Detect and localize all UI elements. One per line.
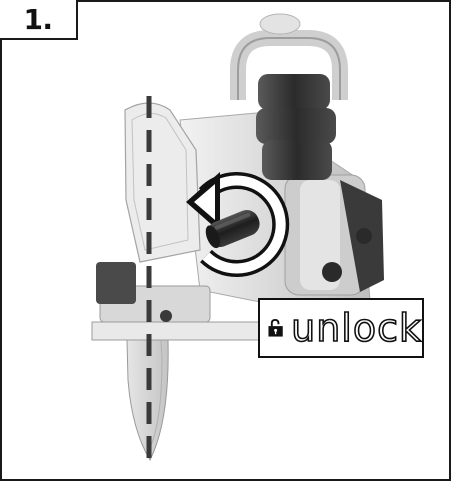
step-number-box: 1. <box>0 0 78 40</box>
open-padlock-icon <box>268 308 285 348</box>
step-number: 1. <box>23 3 52 36</box>
unlock-label: unlock <box>291 309 422 347</box>
unlock-badge: unlock <box>258 298 424 358</box>
